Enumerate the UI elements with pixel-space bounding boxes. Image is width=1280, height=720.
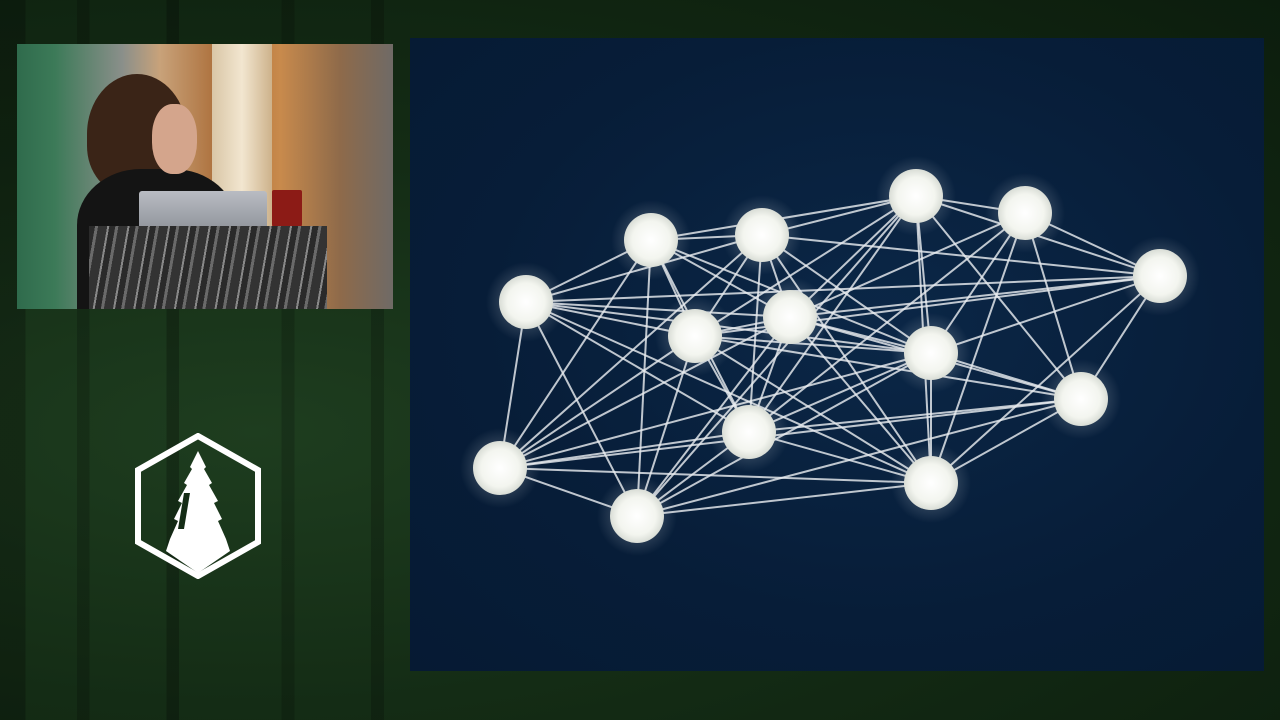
network-edge xyxy=(499,467,932,484)
network-node xyxy=(876,156,956,236)
network-node xyxy=(655,296,735,376)
network-node xyxy=(750,277,830,357)
network-node xyxy=(1041,359,1121,439)
network-edges xyxy=(499,195,1161,517)
network-node xyxy=(1120,236,1200,316)
network-node xyxy=(709,392,789,472)
network-node xyxy=(460,428,540,508)
network-edge xyxy=(525,301,638,517)
network-edge xyxy=(748,398,1082,433)
network-edge xyxy=(789,212,1026,318)
tree-hexagon-icon xyxy=(135,433,261,579)
network-edge xyxy=(525,275,1161,303)
speaker-face xyxy=(152,104,197,174)
red-cup xyxy=(272,190,302,230)
network-node xyxy=(985,173,1065,253)
network-node xyxy=(891,313,971,393)
network-edge xyxy=(499,234,763,469)
network-node xyxy=(486,262,566,342)
network-edge xyxy=(694,195,917,337)
network-edge xyxy=(748,212,1026,433)
network-edge xyxy=(930,275,1161,484)
speaker-camera-view xyxy=(17,44,393,309)
network-node xyxy=(611,200,691,280)
network-nodes xyxy=(460,156,1200,556)
presentation-slide xyxy=(410,38,1264,671)
laptop xyxy=(139,191,267,231)
network-edge xyxy=(499,398,1082,469)
network-edge xyxy=(761,234,1161,277)
network-node xyxy=(597,476,677,556)
podium xyxy=(89,226,327,309)
network-edge xyxy=(636,239,652,517)
network-edge xyxy=(930,212,1026,484)
neural-network-diagram xyxy=(460,156,1200,556)
network-edge xyxy=(525,301,750,433)
network-edge xyxy=(789,275,1161,318)
network-edge xyxy=(748,195,917,433)
network-edge xyxy=(499,239,652,469)
network-edge xyxy=(636,482,932,517)
network-edge xyxy=(499,316,791,469)
network-edge xyxy=(525,301,791,318)
network-edge xyxy=(636,398,1082,517)
network-edge xyxy=(499,431,750,469)
network-node xyxy=(722,195,802,275)
network-edge xyxy=(930,275,1161,354)
network-edge xyxy=(694,335,1082,400)
network-node xyxy=(891,443,971,523)
network-edge xyxy=(694,335,932,484)
